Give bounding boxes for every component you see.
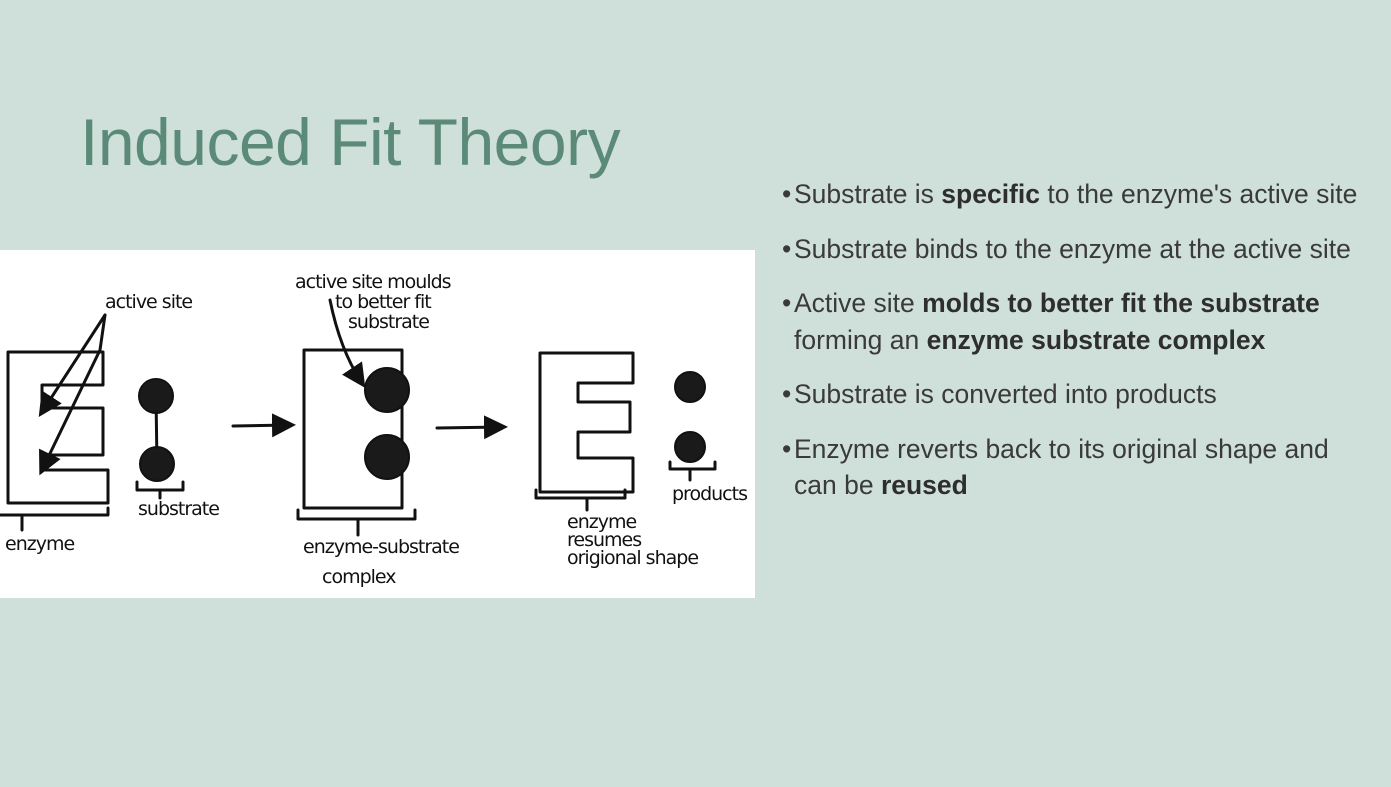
reaction-arrow bbox=[435, 415, 508, 440]
active-site-arrow bbox=[39, 313, 107, 476]
bullet-item: •Substrate is converted into products bbox=[782, 376, 1362, 413]
label-moulds-1: active site moulds bbox=[295, 271, 451, 293]
bullet-text-bold: specific bbox=[941, 179, 1040, 209]
bullet-text: Active site bbox=[794, 288, 923, 318]
bullet-marker: • bbox=[782, 233, 792, 264]
bullet-item: •Enzyme reverts back to its original sha… bbox=[782, 431, 1362, 504]
bullet-text: Substrate is bbox=[794, 179, 942, 209]
bullet-item: •Substrate is specific to the enzyme's a… bbox=[782, 176, 1362, 213]
diagram-sketch: active site enzyme substrate active site… bbox=[0, 271, 748, 588]
bullet-text-bold: reused bbox=[880, 470, 968, 500]
bullet-marker: • bbox=[782, 379, 792, 409]
bullet-text-bold: molds to better fit the substrate bbox=[922, 288, 1320, 318]
label-resume-2: resumes bbox=[567, 529, 641, 551]
substrate-part bbox=[139, 446, 175, 482]
bullet-text: forming an bbox=[794, 324, 927, 355]
substrate-part bbox=[138, 378, 174, 414]
bullet-item: •Active site molds to better fit the sub… bbox=[782, 285, 1362, 358]
bullet-marker: • bbox=[782, 433, 792, 464]
bullet-marker: • bbox=[782, 288, 792, 318]
label-products: products bbox=[672, 483, 747, 505]
bullet-marker: • bbox=[782, 179, 792, 209]
active-site-arrow bbox=[38, 313, 107, 418]
label-es-1: enzyme-substrate bbox=[303, 536, 459, 558]
substrate-bracket bbox=[135, 480, 185, 500]
bullet-text: Enzyme reverts back to its original shap… bbox=[794, 433, 1329, 501]
bullet-text: to the enzyme's active site bbox=[1040, 179, 1358, 209]
enzyme-shape bbox=[6, 350, 110, 505]
bullet-text-bold: enzyme substrate complex bbox=[926, 324, 1266, 355]
bullet-text: Substrate binds to the enzyme at the act… bbox=[794, 233, 1351, 264]
enzyme-resumes-bracket bbox=[534, 488, 627, 512]
complex-bracket bbox=[296, 508, 417, 537]
bullet-item: •Substrate binds to the enzyme at the ac… bbox=[782, 231, 1362, 268]
bullet-text: Substrate is converted into products bbox=[794, 379, 1217, 409]
bullet-list: •Substrate is specific to the enzyme's a… bbox=[782, 176, 1362, 522]
product bbox=[674, 431, 706, 463]
label-es-2: complex bbox=[322, 566, 396, 588]
slide-title: Induced Fit Theory bbox=[80, 105, 621, 179]
label-substrate: substrate bbox=[138, 498, 219, 520]
induced-fit-diagram: active site enzyme substrate active site… bbox=[0, 250, 755, 598]
enzyme-shape-restored bbox=[538, 351, 635, 494]
reaction-arrow bbox=[231, 413, 296, 438]
label-moulds-3: substrate bbox=[348, 311, 429, 333]
label-enzyme: enzyme bbox=[5, 533, 74, 555]
product bbox=[674, 371, 706, 403]
enzyme-substrate-complex-shape bbox=[302, 348, 404, 510]
enzyme-bracket bbox=[0, 506, 110, 532]
label-moulds-2: to better fit bbox=[335, 291, 431, 313]
label-active-site: active site bbox=[105, 291, 192, 313]
label-resume-1: enzyme bbox=[567, 511, 636, 533]
label-resume-3: origional shape bbox=[567, 547, 698, 569]
products-bracket bbox=[668, 460, 717, 482]
